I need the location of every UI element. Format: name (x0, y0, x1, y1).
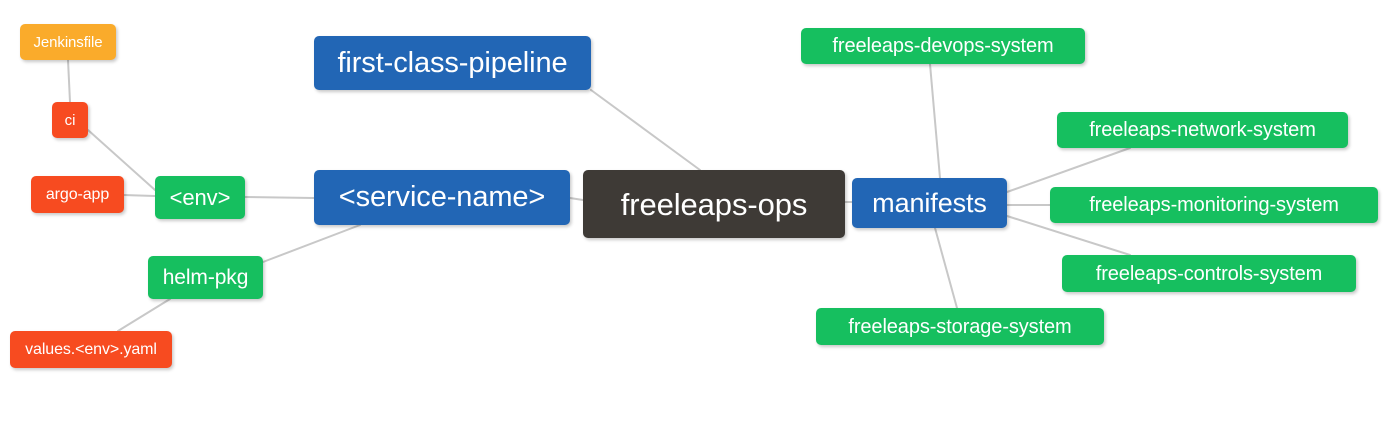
edge-service-name-to-freeleaps-ops (569, 197, 584, 201)
node-argo-app[interactable]: argo-app (31, 176, 124, 213)
edge-manifests-to-network (1006, 147, 1131, 193)
edge-jenkinsfile-to-ci (67, 59, 71, 103)
edge-service-name-to-helm-pkg (262, 224, 361, 263)
node-controls[interactable]: freeleaps-controls-system (1062, 255, 1356, 292)
node-env[interactable]: <env> (155, 176, 245, 219)
node-first-class[interactable]: first-class-pipeline (314, 36, 591, 90)
node-ci[interactable]: ci (52, 102, 88, 138)
edge-argo-app-to-env (123, 194, 156, 197)
node-values-yaml[interactable]: values.<env>.yaml (10, 331, 172, 368)
node-service-name[interactable]: <service-name> (314, 170, 570, 225)
node-devops[interactable]: freeleaps-devops-system (801, 28, 1085, 64)
edge-first-class-to-freeleaps-ops (590, 89, 701, 171)
node-helm-pkg[interactable]: helm-pkg (148, 256, 263, 299)
node-jenkinsfile[interactable]: Jenkinsfile (20, 24, 116, 60)
node-monitoring[interactable]: freeleaps-monitoring-system (1050, 187, 1378, 223)
edge-manifests-to-storage (934, 227, 958, 309)
edge-env-to-service-name (244, 196, 315, 199)
node-manifests[interactable]: manifests (852, 178, 1007, 228)
node-network[interactable]: freeleaps-network-system (1057, 112, 1348, 148)
edge-helm-pkg-to-values-yaml (117, 298, 171, 332)
node-storage[interactable]: freeleaps-storage-system (816, 308, 1104, 345)
edge-manifests-to-devops (929, 63, 941, 179)
node-freeleaps-ops[interactable]: freeleaps-ops (583, 170, 845, 238)
